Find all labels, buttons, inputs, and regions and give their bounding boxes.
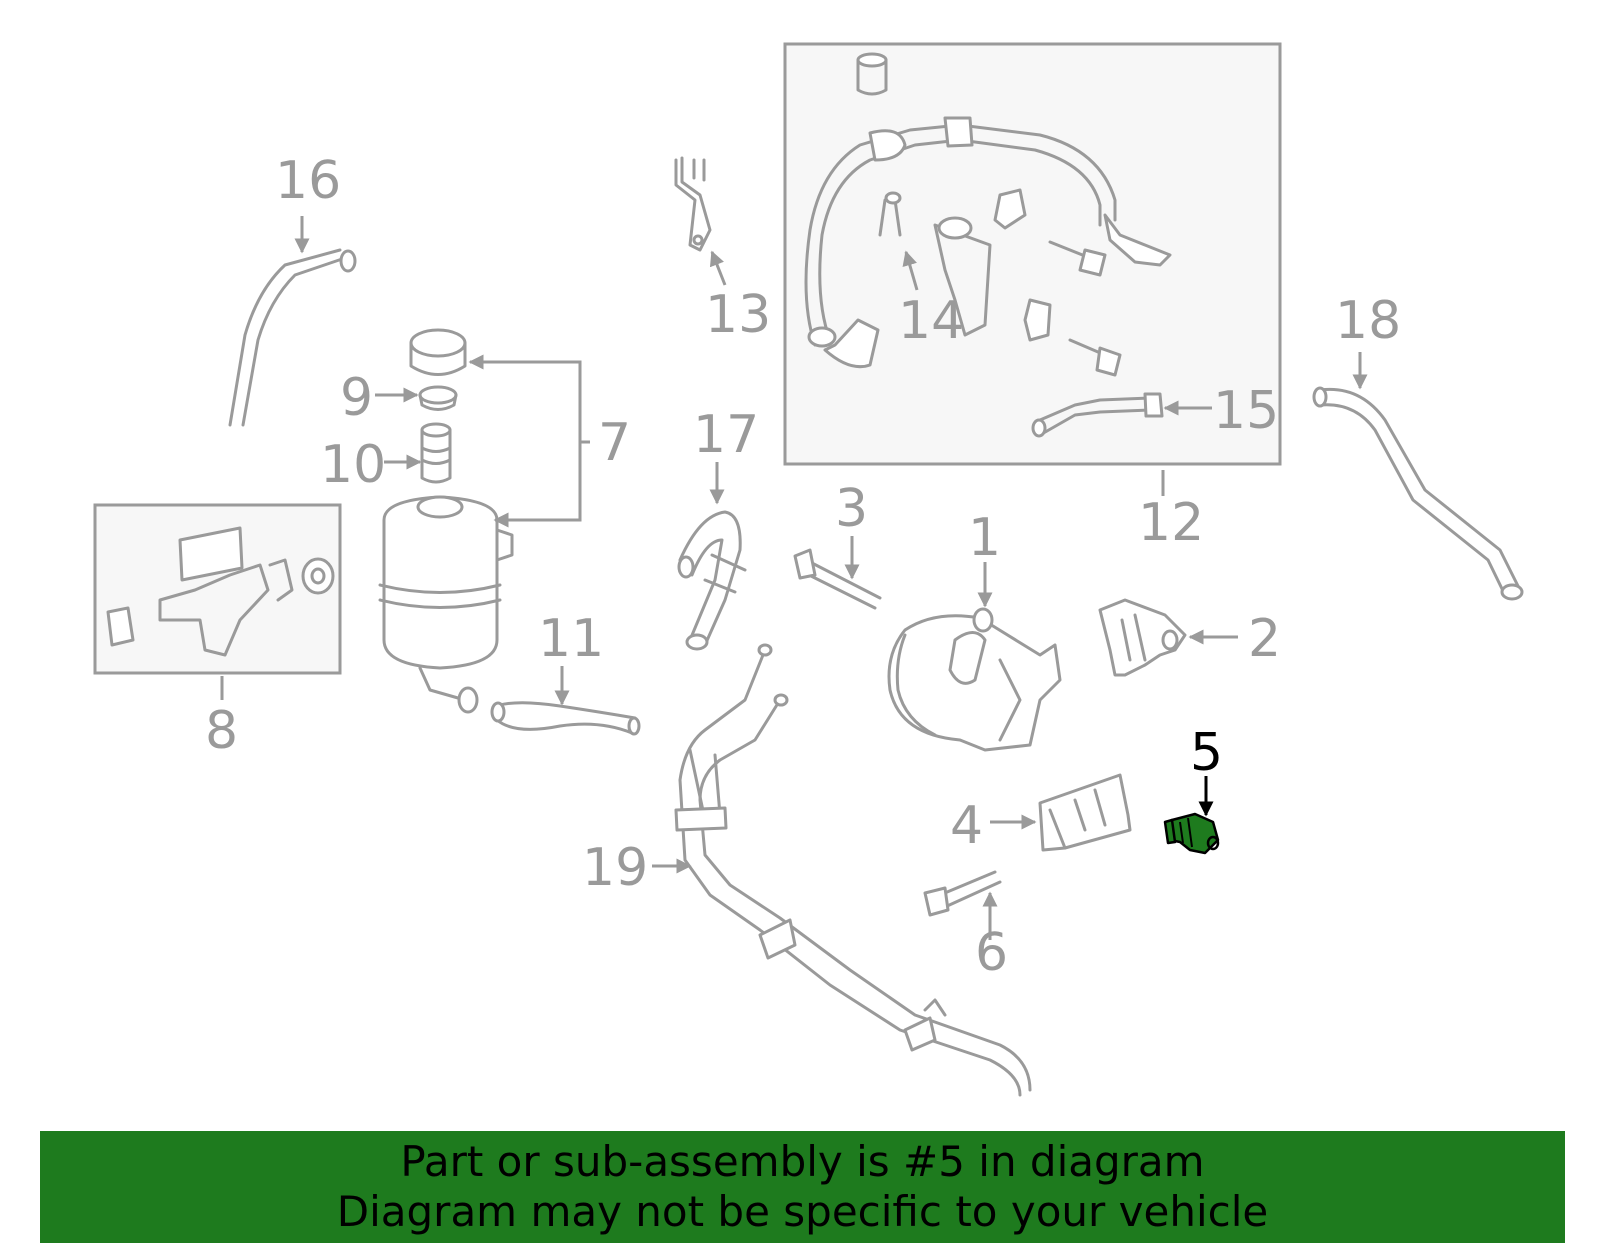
part-8-bracket[interactable] xyxy=(106,526,335,657)
callout-19: 19 xyxy=(582,838,648,898)
callout-7: 7 xyxy=(598,413,631,473)
part-9-ring[interactable] xyxy=(418,385,458,411)
info-banner: Part or sub-assembly is #5 in diagram Di… xyxy=(40,1131,1565,1243)
callout-6: 6 xyxy=(975,923,1008,983)
callout-4: 4 xyxy=(950,796,983,856)
part-4-bracket[interactable] xyxy=(1038,773,1132,852)
leader-14 xyxy=(902,250,919,291)
callout-18: 18 xyxy=(1335,291,1401,351)
callout-15: 15 xyxy=(1213,381,1279,441)
callout-10: 10 xyxy=(320,435,386,495)
callout-1: 1 xyxy=(968,508,1001,568)
part-6-bolt[interactable] xyxy=(923,870,1002,917)
part-12-hose-assembly[interactable] xyxy=(804,52,1172,438)
part-7-reservoir[interactable] xyxy=(378,328,514,714)
callout-12: 12 xyxy=(1138,493,1204,553)
callout-17: 17 xyxy=(693,405,759,465)
callout-5: 5 xyxy=(1190,723,1223,783)
part-13-bracket[interactable] xyxy=(674,156,712,252)
callout-3: 3 xyxy=(835,479,868,539)
callout-13: 13 xyxy=(705,285,771,345)
leader-7 xyxy=(470,360,590,522)
callout-11: 11 xyxy=(538,609,604,669)
leader-13 xyxy=(709,250,727,286)
part-11-hose[interactable] xyxy=(490,701,641,736)
banner-line-1: Part or sub-assembly is #5 in diagram xyxy=(400,1137,1205,1186)
callout-2: 2 xyxy=(1248,609,1281,669)
subassembly-box-8 xyxy=(93,503,342,675)
callout-8: 8 xyxy=(205,701,238,761)
part-1-pump[interactable] xyxy=(887,607,1062,752)
part-17-hose[interactable] xyxy=(677,510,747,651)
part-16-hose[interactable] xyxy=(228,248,357,427)
subassembly-box-12 xyxy=(783,42,1282,466)
callout-14: 14 xyxy=(898,291,964,351)
part-3-bolt[interactable] xyxy=(793,548,882,610)
part-5-highlighted[interactable] xyxy=(1163,812,1220,855)
callout-9: 9 xyxy=(340,368,373,428)
part-19-hose-assembly[interactable] xyxy=(674,643,1032,1097)
part-18-hose[interactable] xyxy=(1312,386,1524,601)
part-2-bracket[interactable] xyxy=(1098,598,1187,677)
banner-line-2: Diagram may not be specific to your vehi… xyxy=(336,1187,1269,1236)
callout-16: 16 xyxy=(275,151,341,211)
part-10-strainer[interactable] xyxy=(420,422,452,484)
